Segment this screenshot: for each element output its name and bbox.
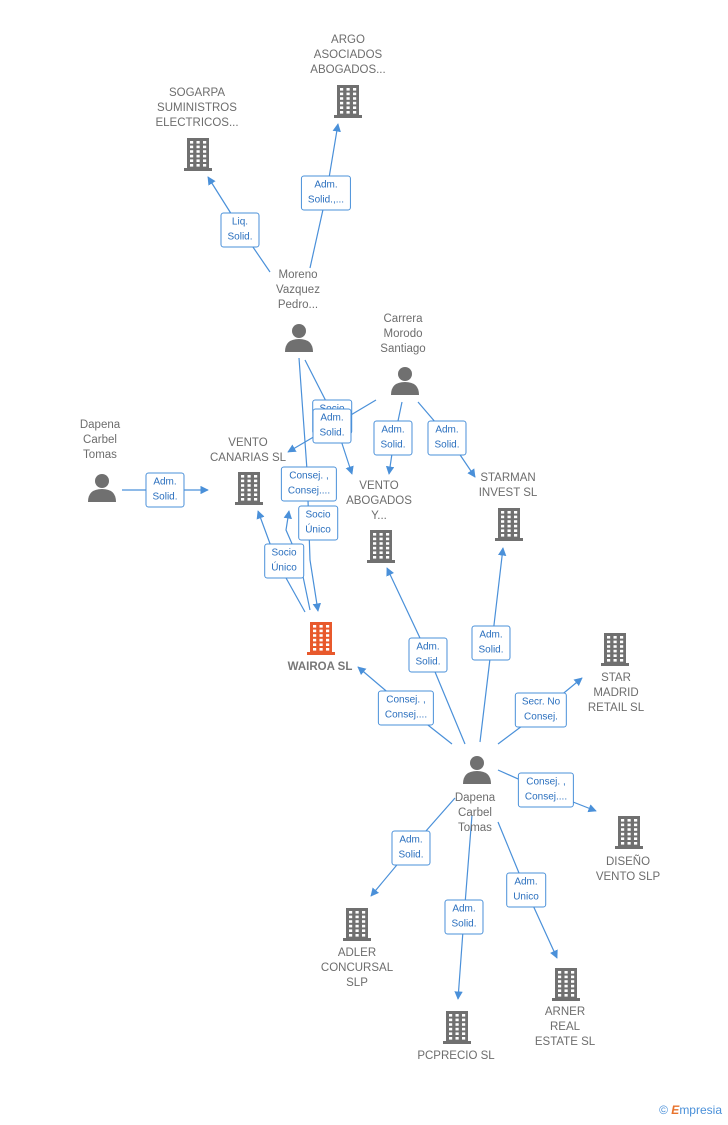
- edge-label: Consej. , Consej....: [377, 690, 435, 726]
- edge-label: Adm. Solid.: [373, 420, 413, 456]
- node-label-argo[interactable]: ARGO ASOCIADOS ABOGADOS...: [310, 34, 386, 76]
- building-icon[interactable]: [343, 908, 371, 941]
- icons-layer: [88, 85, 643, 1044]
- edge-label: Socio Único: [298, 505, 338, 541]
- edge-label: Secr. No Consej.: [514, 692, 568, 728]
- edge-label: Adm. Solid.: [444, 899, 484, 935]
- building-icon[interactable]: [601, 633, 629, 666]
- node-label-diseno[interactable]: DISEÑO VENTO SLP: [595, 856, 661, 883]
- building-icon[interactable]: [615, 816, 643, 849]
- brand-initial: E: [671, 1103, 680, 1117]
- building-icon[interactable]: [443, 1011, 471, 1044]
- building-icon[interactable]: [495, 508, 523, 541]
- building-icon[interactable]: [367, 530, 395, 563]
- building-icon[interactable]: [184, 138, 212, 171]
- node-label-starman[interactable]: STARMAN INVEST SL: [478, 472, 538, 499]
- copyright-symbol: ©: [659, 1103, 668, 1117]
- node-label-sogarpa[interactable]: SOGARPA SUMINISTROS ELECTRICOS...: [155, 87, 239, 129]
- edge-label: Adm. Unico: [506, 872, 546, 908]
- node-label-dapena2[interactable]: Dapena Carbel Tomas: [454, 792, 496, 834]
- edge-label: Adm. Solid.: [471, 625, 511, 661]
- edge-label: Liq. Solid.: [220, 212, 260, 248]
- edge-label: Consej. , Consej....: [517, 772, 575, 808]
- node-label-adler[interactable]: ADLER CONCURSAL SLP: [320, 947, 394, 989]
- edge-label: Adm. Solid.: [427, 420, 467, 456]
- node-label-pcprecio[interactable]: PCPRECIO SL: [417, 1050, 495, 1062]
- building-icon[interactable]: [552, 968, 580, 1001]
- node-label-wairoa[interactable]: WAIROA SL: [287, 661, 353, 673]
- node-label-moreno[interactable]: Moreno Vazquez Pedro...: [276, 269, 320, 311]
- edge-label: Adm. Solid.,...: [300, 175, 352, 211]
- edge-label: Consej. , Consej....: [280, 466, 338, 502]
- node-label-vento-abogados[interactable]: VENTO ABOGADOS Y...: [346, 480, 412, 522]
- edges-layer: [122, 123, 597, 1000]
- edge-label: Adm. Solid.: [312, 408, 352, 444]
- edge-label: Adm. Solid.: [408, 637, 448, 673]
- node-label-vento-canarias[interactable]: VENTO CANARIAS SL: [209, 437, 287, 464]
- person-icon[interactable]: [88, 474, 116, 502]
- brand-name: mpresia: [679, 1103, 722, 1117]
- edge-label: Adm. Solid.: [391, 830, 431, 866]
- person-icon[interactable]: [391, 367, 419, 395]
- node-label-arner[interactable]: ARNER REAL ESTATE SL: [534, 1006, 596, 1048]
- node-label-carrera[interactable]: Carrera Morodo Santiago: [380, 313, 426, 355]
- building-icon[interactable]: [235, 472, 263, 505]
- node-label-dapena1[interactable]: Dapena Carbel Tomas: [79, 419, 121, 461]
- brand-logo: © Empresia: [659, 1103, 722, 1117]
- person-icon[interactable]: [285, 324, 313, 352]
- person-icon[interactable]: [463, 756, 491, 784]
- building-icon[interactable]: [334, 85, 362, 118]
- node-label-star-madrid[interactable]: STAR MADRID RETAIL SL: [587, 672, 645, 714]
- edge-label: Socio Único: [264, 543, 304, 579]
- edge-label: Adm. Solid.: [145, 472, 185, 508]
- focus-building-icon[interactable]: [307, 622, 335, 655]
